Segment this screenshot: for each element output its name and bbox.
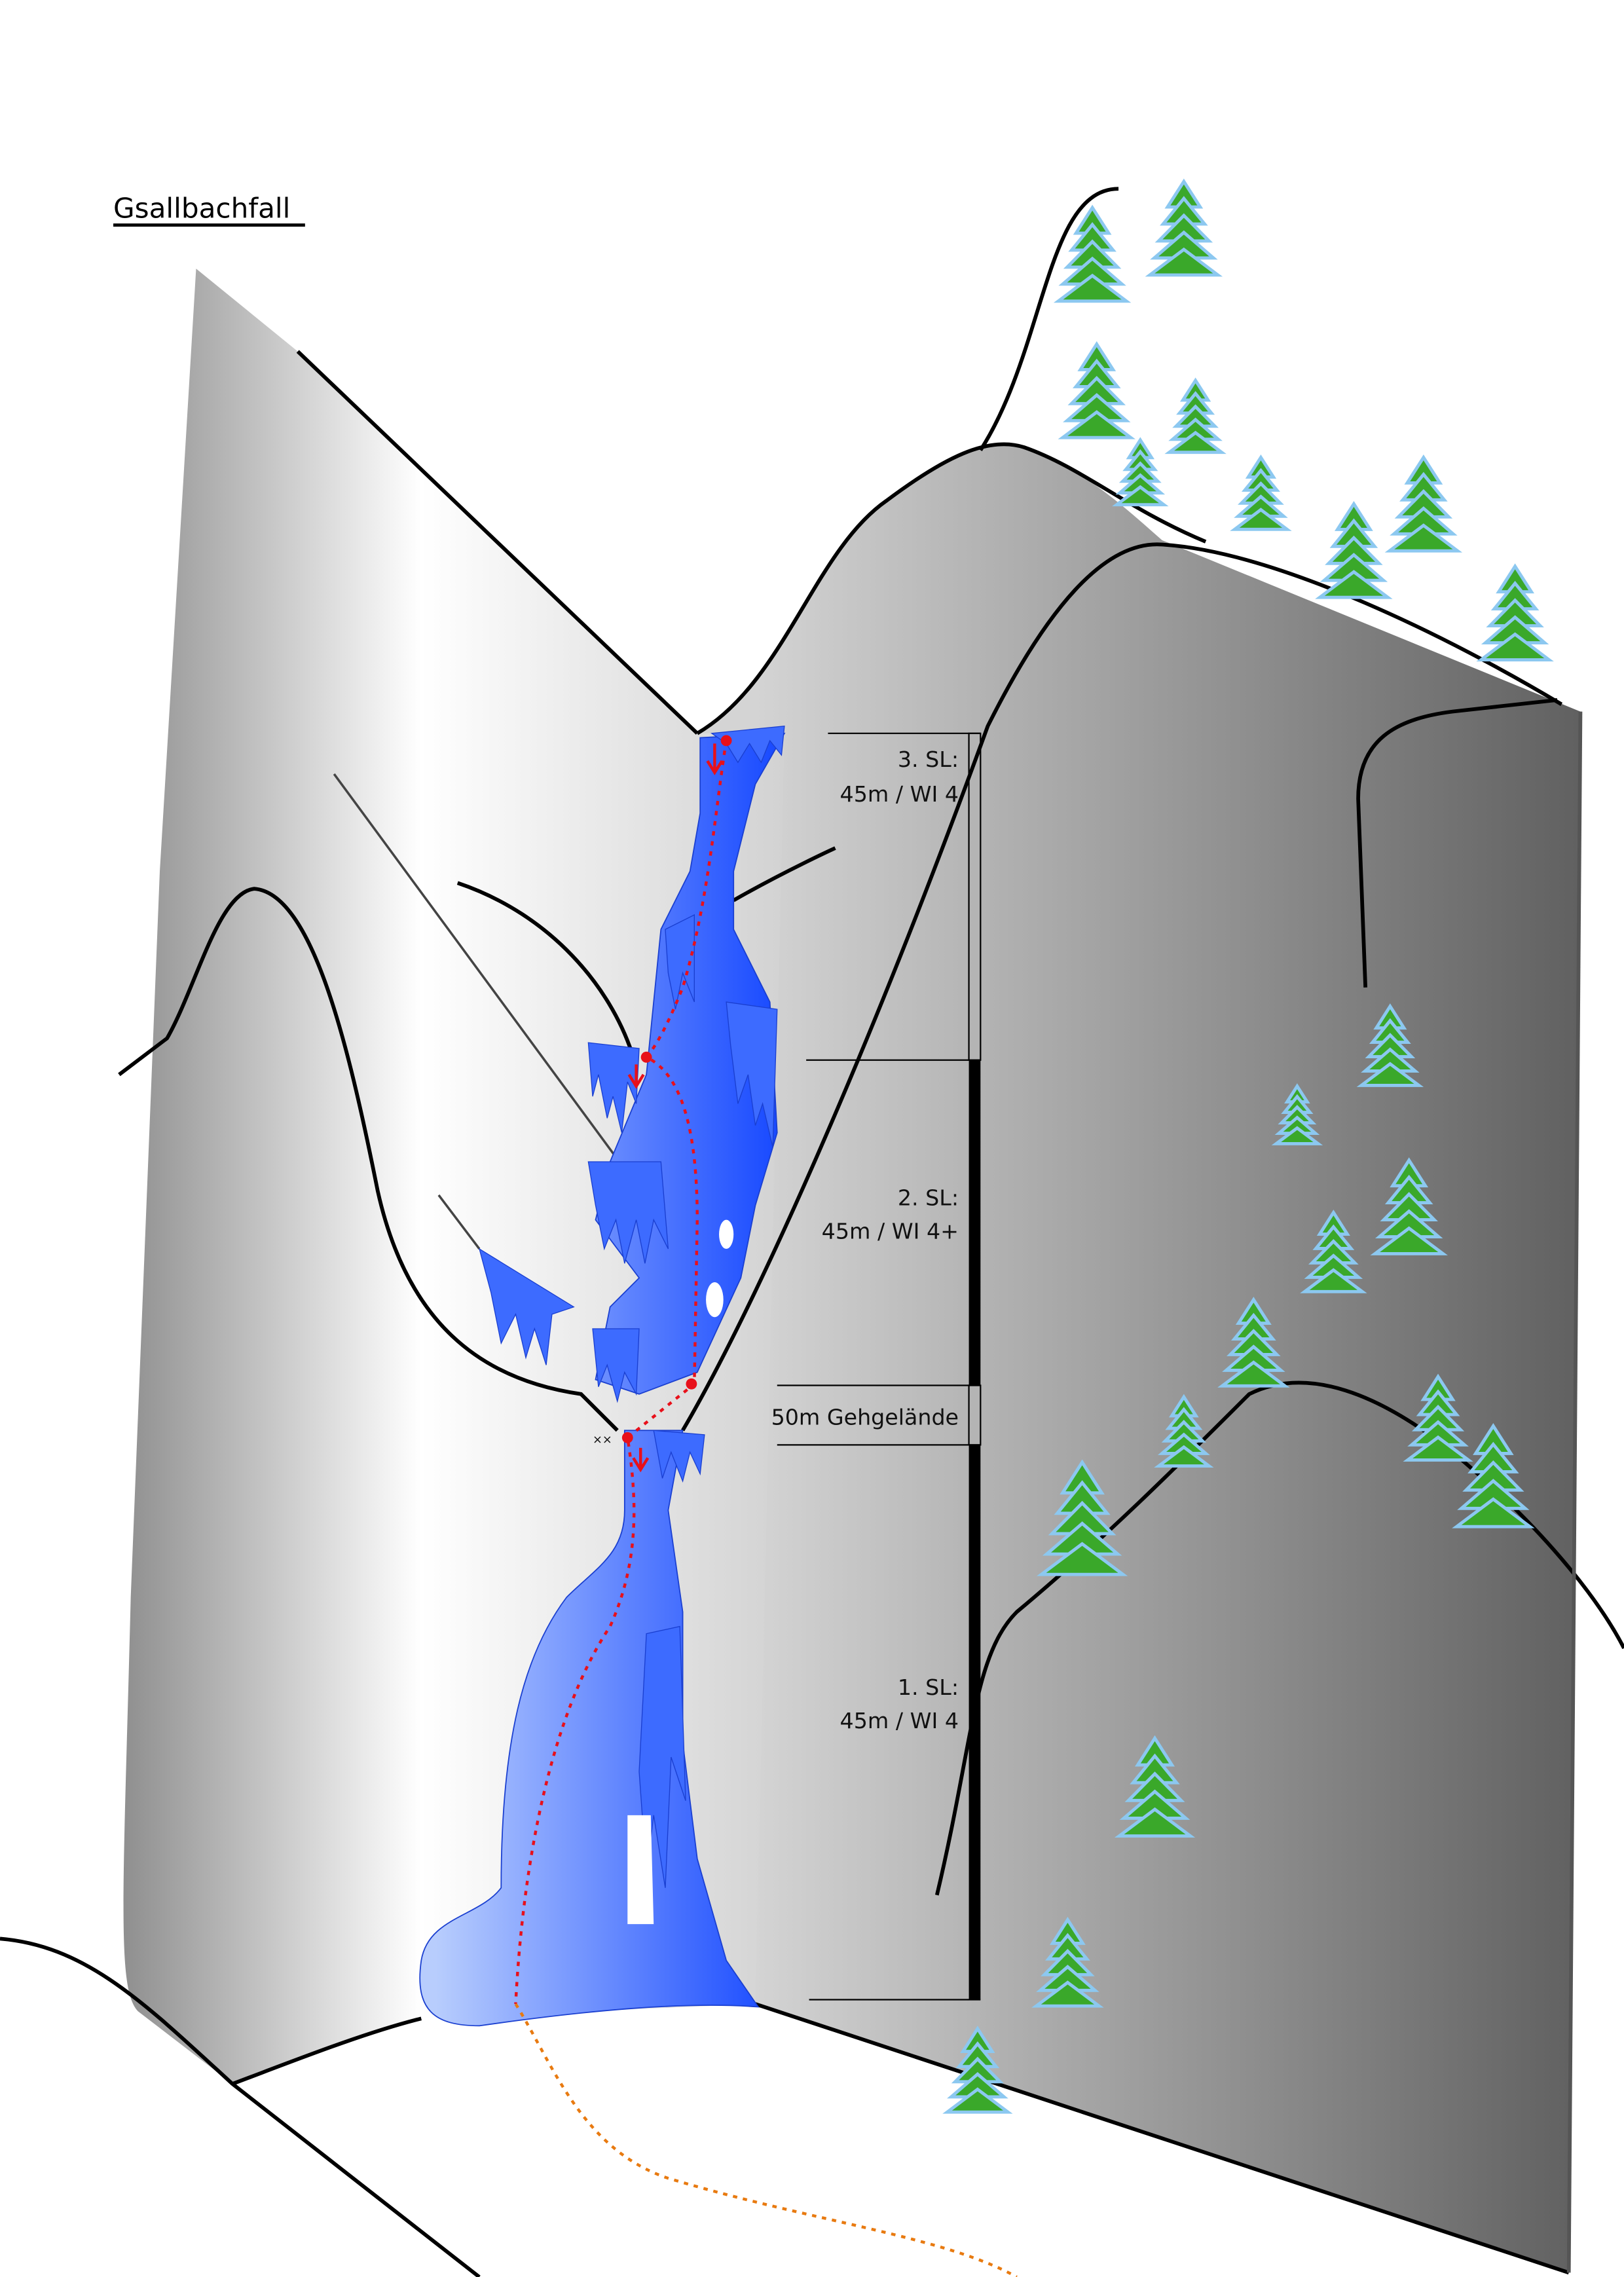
pine-tree-icon	[1476, 563, 1554, 661]
pitch-3-detail: 45m / WI 4	[840, 781, 959, 807]
page-title: Gsallbachfall	[113, 193, 290, 225]
pine-tree-icon	[1145, 178, 1223, 277]
ice-hole	[627, 1815, 654, 1925]
lower-hump-line	[934, 1380, 1624, 1896]
pitch-2-detail: 45m / WI 4+	[822, 1219, 959, 1244]
ice-right-edge-line	[732, 846, 836, 902]
pine-tree-icon	[1164, 377, 1227, 454]
anchor-marker: ××	[593, 1434, 612, 1447]
pitch-1-name: 1. SL:	[898, 1675, 959, 1700]
pine-tree-icon	[942, 2026, 1013, 2114]
base-line-right	[754, 2002, 1570, 2275]
right-edge-line	[1566, 711, 1583, 2273]
pine-tree-icon	[1271, 1083, 1323, 1145]
left-ridge-line	[296, 350, 699, 735]
approach-path	[514, 2003, 1018, 2277]
left-hump-line	[118, 887, 619, 1432]
pine-tree-icon	[1403, 1373, 1473, 1462]
belay-point-2	[640, 1051, 652, 1063]
pine-tree-icon	[1370, 1157, 1448, 1255]
ice-hole	[719, 1219, 734, 1250]
pine-tree-icon	[1036, 1459, 1128, 1576]
right-inner-line	[1356, 697, 1558, 988]
pine-tree-icon	[1452, 1423, 1535, 1528]
ice-hole	[706, 1282, 724, 1318]
top-hill-line	[978, 187, 1119, 451]
icicles	[478, 725, 785, 1888]
pine-tree-icon	[1356, 1003, 1424, 1087]
rappel-arrow-icon	[632, 1447, 650, 1473]
ice-lower	[419, 1430, 760, 2027]
pine-tree-icon	[1315, 500, 1393, 599]
pine-tree-icon	[1384, 454, 1463, 553]
pine-tree-icon	[1217, 1297, 1290, 1388]
ledge-line	[456, 881, 634, 1054]
rappel-arrow-icon	[706, 743, 724, 775]
trees	[942, 178, 1554, 2114]
top-hump-line	[696, 442, 1207, 735]
pitch-1-detail: 45m / WI 4	[840, 1708, 959, 1733]
base-line-left	[231, 2016, 422, 2086]
right-rock-mass	[697, 444, 1581, 2273]
belay-point-3	[720, 735, 732, 747]
ground-line	[0, 1936, 481, 2277]
pitch-2-name: 2. SL:	[898, 1185, 959, 1211]
rappel-arrow-icon	[627, 1064, 645, 1089]
pitch-labels: 3. SL: 45m / WI 4 2. SL: 45m / WI 4+ 50m…	[771, 747, 959, 1733]
ice-fall	[419, 725, 786, 2027]
gully-line	[333, 773, 626, 1170]
climbing-route: ××	[514, 735, 1018, 2277]
pine-tree-icon	[1058, 341, 1136, 439]
gully-line-small	[437, 1194, 481, 1250]
belay-stations	[621, 735, 732, 1443]
pine-tree-icon	[1053, 204, 1132, 303]
approach-label: 50m Gehgelände	[771, 1404, 959, 1430]
pine-tree-icon	[1112, 437, 1169, 507]
pitch-scale	[777, 732, 982, 2001]
pine-tree-icon	[1031, 1916, 1104, 2008]
belay-point-walk-end	[686, 1378, 697, 1390]
rappel-arrows	[627, 743, 724, 1473]
pine-tree-icon	[1154, 1394, 1214, 1468]
pine-tree-icon	[1230, 454, 1292, 531]
pine-tree-icon	[1114, 1735, 1196, 1838]
belay-point-1	[621, 1432, 633, 1443]
pine-tree-icon	[1300, 1210, 1367, 1293]
pitch-3-name: 3. SL:	[898, 747, 959, 772]
